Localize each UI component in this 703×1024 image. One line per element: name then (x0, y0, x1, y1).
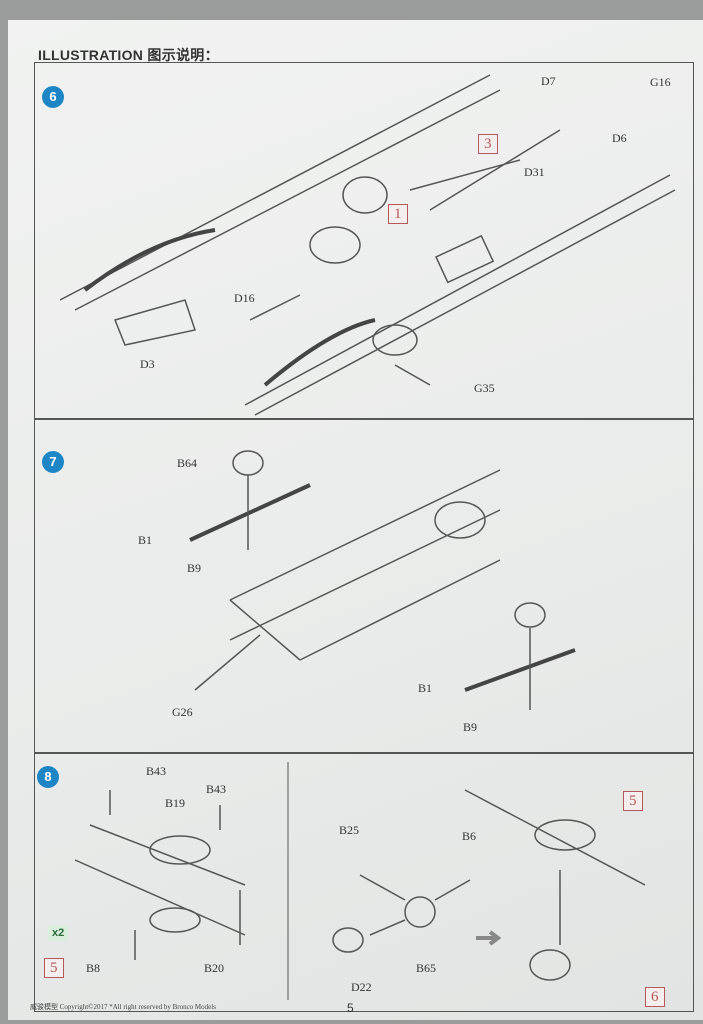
part-label-g16: G16 (650, 75, 671, 89)
part-label-b6: B6 (462, 829, 477, 843)
part-label-d22: D22 (351, 980, 372, 994)
part-label-b43: B43 (146, 764, 167, 778)
part-label-b9: B9 (187, 561, 202, 575)
ref-step-3: 3 (478, 134, 498, 154)
part-label-d3: D3 (140, 357, 155, 371)
part-label-b1: B1 (138, 533, 153, 547)
part-label-b19: B19 (165, 796, 186, 810)
manual-page (8, 20, 703, 1020)
ref-step-5-result: 5 (623, 791, 643, 811)
ref-step-1: 1 (388, 204, 408, 224)
part-label-g26: G26 (172, 705, 193, 719)
part-label-d16: D16 (234, 291, 255, 305)
step-7-panel (34, 418, 694, 754)
step-6-badge: 6 (42, 86, 64, 108)
part-label-b20: B20 (204, 961, 225, 975)
page-title: ILLUSTRATION 图示说明： (38, 47, 219, 63)
ref-step-5: 5 (44, 958, 64, 978)
copyright-text: 威骏模型 Copyright©2017 *All right reserved … (30, 1003, 216, 1011)
part-label-d31: D31 (524, 165, 545, 179)
part-label-b9-right: B9 (463, 720, 478, 734)
part-label-d7: D7 (541, 74, 556, 88)
step-8-panel (34, 752, 694, 1012)
quantity-badge: x2 (48, 925, 69, 941)
chassis-frame-drawing (59, 74, 676, 416)
part-label-g35: G35 (474, 381, 495, 395)
ref-step-6: 6 (645, 987, 665, 1007)
page-number: 5 (347, 1001, 354, 1015)
part-label-b43-right: B43 (206, 782, 227, 796)
step-8-badge: 8 (37, 766, 59, 788)
part-label-b8: B8 (86, 961, 101, 975)
frame-rear-drawing (189, 450, 576, 710)
step-7-badge: 7 (42, 451, 64, 473)
part-label-b65: B65 (416, 961, 437, 975)
part-label-d6: D6 (612, 131, 627, 145)
part-label-b64: B64 (177, 456, 198, 470)
axle-drawing (74, 762, 646, 1000)
part-label-b1-right: B1 (418, 681, 433, 695)
step-6-panel (34, 62, 694, 420)
part-label-b25: B25 (339, 823, 360, 837)
